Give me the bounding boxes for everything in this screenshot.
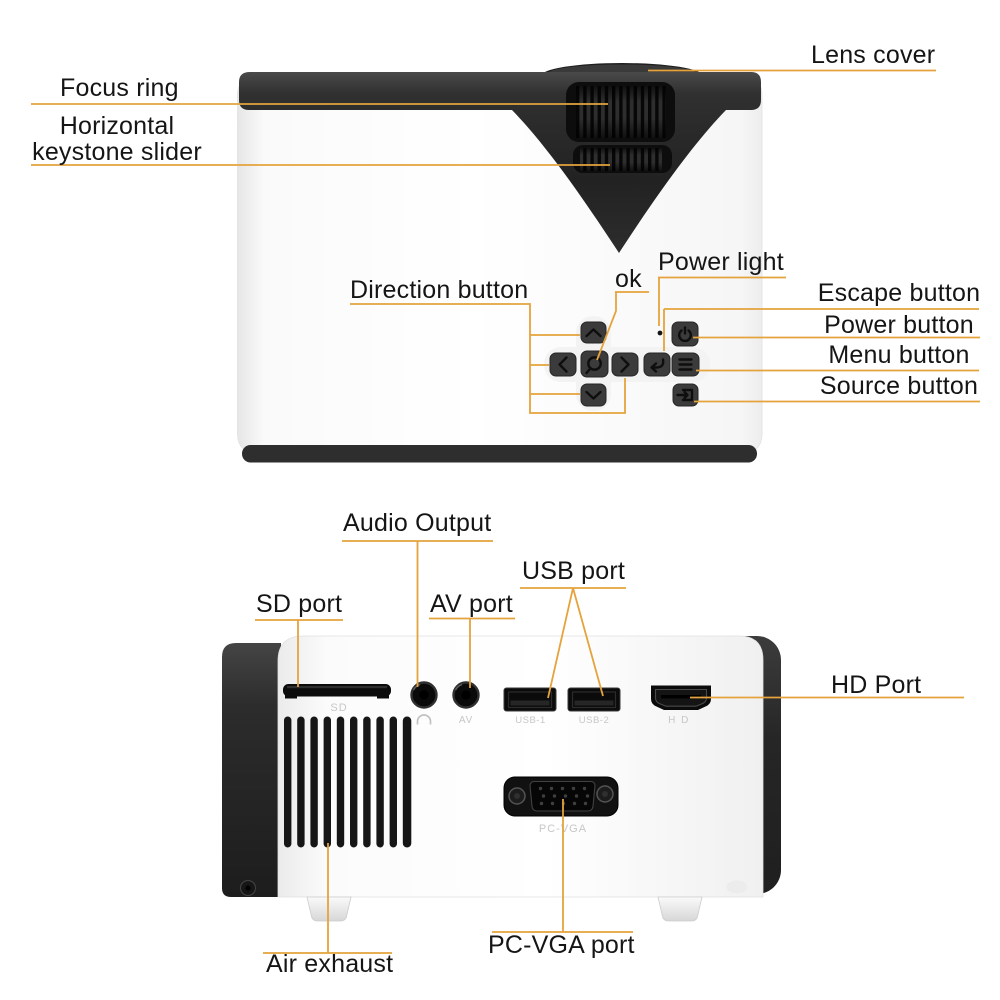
leader-direction bbox=[350, 303, 626, 414]
label-source: Source button bbox=[819, 372, 979, 400]
label-av-port: AV port bbox=[430, 590, 513, 618]
right-foot bbox=[657, 896, 703, 922]
headphone-icon bbox=[416, 714, 432, 725]
label-usb-port: USB port bbox=[522, 557, 626, 585]
hdmi-port bbox=[651, 685, 711, 710]
escape-button bbox=[643, 352, 671, 377]
leader-usb-port bbox=[520, 587, 626, 699]
source-button bbox=[672, 383, 699, 407]
usb1-marking: USB-1 bbox=[515, 715, 545, 726]
projector-rear-view: SD AV USB-1 bbox=[222, 635, 781, 922]
power-symbol-icon bbox=[678, 326, 692, 343]
ok-circle-icon bbox=[587, 356, 602, 371]
menu-button bbox=[671, 352, 700, 377]
label-power: Power button bbox=[824, 311, 974, 339]
air-exhaust-vents bbox=[284, 716, 412, 848]
label-escape: Escape button bbox=[817, 279, 981, 307]
label-direction: Direction button bbox=[350, 276, 529, 304]
leader-av-port bbox=[429, 617, 515, 688]
label-pc-vga-port: PC-VGA port bbox=[488, 931, 635, 959]
leader-air-exhaust bbox=[263, 843, 392, 954]
leader-power-light bbox=[658, 276, 786, 326]
leader-sd-port bbox=[255, 619, 343, 687]
rear-left-dark-side bbox=[222, 643, 281, 897]
right-button bbox=[611, 352, 639, 377]
sd-marking: SD bbox=[330, 702, 347, 714]
label-ok: ok bbox=[615, 265, 642, 293]
return-arrow-icon bbox=[650, 358, 665, 373]
input-arrow-box-icon bbox=[676, 388, 694, 402]
label-focus-ring: Focus ring bbox=[60, 74, 179, 102]
ok-button bbox=[580, 350, 609, 378]
focus-ring bbox=[566, 82, 675, 142]
av-marking: AV bbox=[459, 715, 473, 726]
label-menu: Menu button bbox=[828, 341, 970, 369]
chevron-right-icon bbox=[620, 356, 630, 373]
av-jack bbox=[452, 681, 480, 709]
left-button bbox=[549, 352, 577, 377]
label-air-exhaust: Air exhaust bbox=[266, 950, 394, 978]
projector-front-strip bbox=[242, 445, 757, 463]
hd-marking: H D bbox=[668, 715, 690, 726]
control-panel bbox=[544, 316, 710, 411]
leader-audio-output bbox=[342, 540, 493, 687]
label-audio-output: Audio Output bbox=[343, 509, 492, 537]
ir-receiver bbox=[726, 880, 748, 894]
pc-vga-port bbox=[503, 776, 619, 817]
down-button bbox=[580, 383, 607, 407]
projector-top-view bbox=[237, 63, 763, 463]
label-keystone: Horizontal keystone slider bbox=[32, 112, 202, 166]
sd-card-slot bbox=[283, 684, 391, 699]
usb-port-2 bbox=[567, 687, 621, 712]
chevron-down-icon bbox=[585, 390, 602, 400]
chevron-left-icon bbox=[558, 356, 568, 373]
leader-lines bbox=[31, 69, 980, 954]
chevron-up-icon bbox=[585, 328, 602, 338]
hamburger-menu-icon bbox=[678, 358, 693, 371]
label-hd-port: HD Port bbox=[831, 671, 922, 699]
usb-port-1 bbox=[503, 687, 557, 712]
leader-ok bbox=[596, 291, 649, 361]
label-lens-cover: Lens cover bbox=[811, 41, 936, 69]
leader-escape bbox=[663, 308, 979, 351]
power-light bbox=[657, 330, 663, 336]
label-sd-port: SD port bbox=[256, 590, 343, 618]
up-button bbox=[580, 321, 607, 344]
side-screw-center bbox=[245, 885, 251, 891]
usb2-marking: USB-2 bbox=[579, 715, 609, 726]
leader-pc-vga-port bbox=[492, 799, 633, 933]
keystone-slider bbox=[573, 145, 672, 173]
left-foot bbox=[306, 896, 352, 922]
label-power-light: Power light bbox=[658, 248, 784, 276]
power-button bbox=[671, 321, 699, 347]
audio-output-jack bbox=[410, 681, 438, 709]
rear-panel bbox=[277, 635, 764, 898]
